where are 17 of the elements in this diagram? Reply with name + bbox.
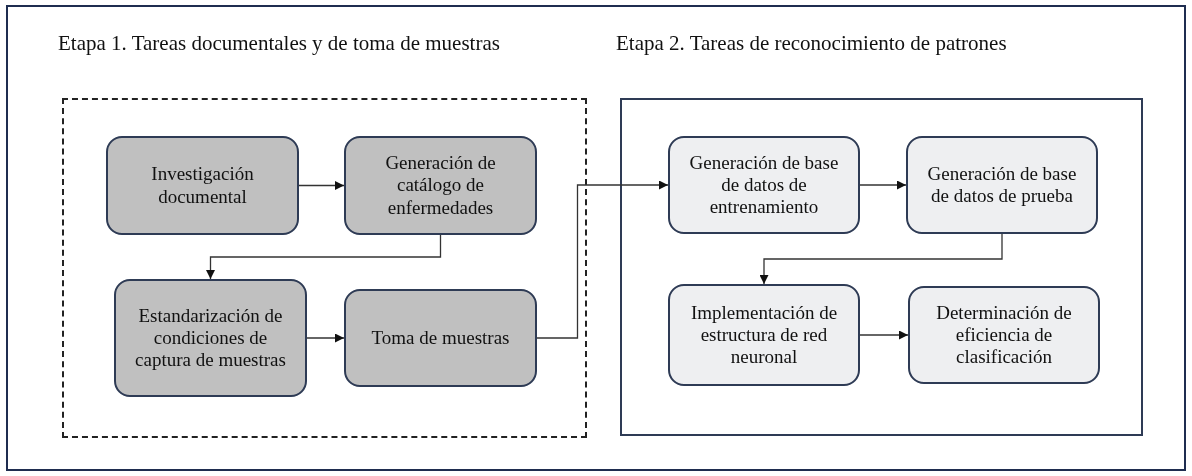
- stage-heading: Etapa 2. Tareas de reconocimiento de patrones: [616, 30, 1008, 57]
- arrow: [306, 333, 345, 343]
- process-box: Generación de base de datos de entrenamiento: [668, 136, 860, 234]
- arrow: [859, 330, 909, 340]
- process-box: Investigación documental: [106, 136, 299, 235]
- arrow: [206, 234, 442, 280]
- arrow: [859, 180, 907, 190]
- process-box: Generación de catálogo de enfermedades: [344, 136, 537, 235]
- process-box: Implementación de estructura de red neuronal: [668, 284, 860, 386]
- stage-heading: Etapa 1. Tareas documentales y de toma de muestras: [58, 30, 501, 57]
- arrow: [759, 233, 1003, 285]
- process-box: Toma de muestras: [344, 289, 537, 387]
- process-box: Determinación de eficiencia de clasificación: [908, 286, 1100, 384]
- process-box: Estandarización de condiciones de captura de muestras: [114, 279, 307, 397]
- arrow: [536, 180, 669, 339]
- arrow: [298, 181, 345, 190]
- process-box: Generación de base de datos de prueba: [906, 136, 1098, 234]
